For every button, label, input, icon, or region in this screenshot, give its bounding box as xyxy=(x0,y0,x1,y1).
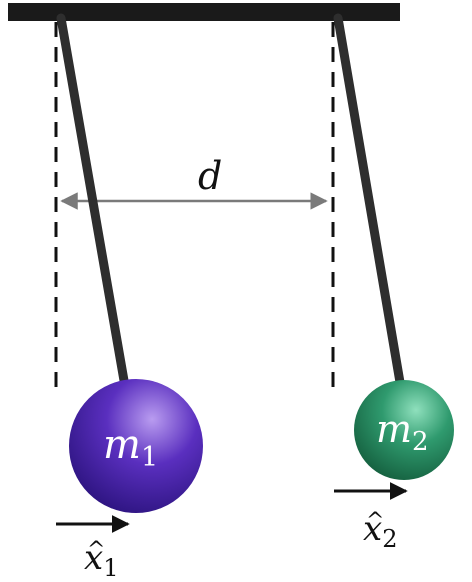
axis-1-label: x1 xyxy=(84,538,118,582)
axis-1-hat: ^ xyxy=(87,538,105,563)
mass-2-label-sub: 2 xyxy=(412,427,429,457)
ceiling-support xyxy=(8,3,400,21)
axis-1-label-base: x xyxy=(84,538,103,578)
mass-1-label-sub: 1 xyxy=(141,442,158,473)
mass-2-sphere xyxy=(354,380,454,480)
distance-label: d xyxy=(198,154,222,198)
pendulum-rod-2 xyxy=(333,13,407,399)
axis-2-label-base: x xyxy=(363,509,382,549)
mass-1-sphere xyxy=(69,379,203,513)
mass-1-label-base: m xyxy=(103,422,141,468)
axis-2-hat: ^ xyxy=(366,509,384,534)
mass-1-label: m1 xyxy=(103,422,158,473)
mass-2-label-base: m xyxy=(376,407,412,451)
mass-2-label: m2 xyxy=(376,407,429,457)
axis-2-label: x2 xyxy=(363,509,397,553)
axis-1-label-sub: 1 xyxy=(103,554,118,582)
axis-2-label-sub: 2 xyxy=(382,525,397,553)
pendulum-rod-1 xyxy=(56,13,131,397)
